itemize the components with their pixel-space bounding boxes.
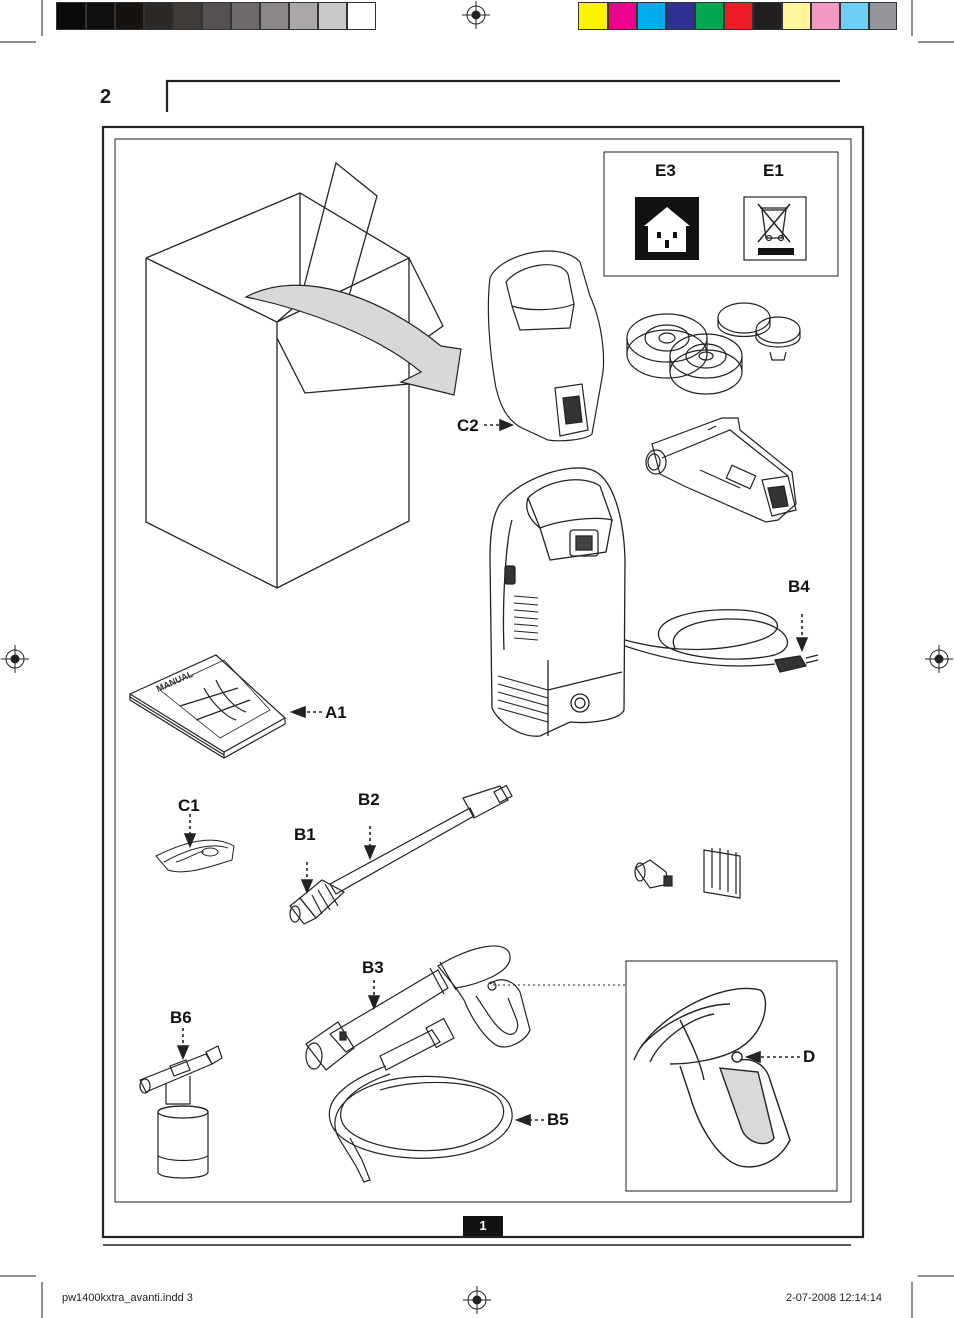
color-swatch (782, 2, 811, 30)
part-label-b2: B2 (358, 790, 380, 809)
header-bracket (165, 79, 840, 112)
gray-swatch (289, 2, 318, 30)
inner-frame (114, 138, 852, 1203)
part-label-d: D (803, 1047, 816, 1066)
spray-gun-illustration (305, 945, 626, 1183)
gray-swatch (260, 2, 289, 30)
handle-part-c2 (487, 250, 605, 442)
page-frame (101, 125, 865, 1239)
page-number: 2 (100, 86, 112, 108)
symbol-label-e3: E3 (655, 161, 676, 180)
registration-target-icon (462, 1, 490, 29)
hose-holder-illustration (645, 417, 797, 523)
color-swatch (695, 2, 724, 30)
carton-box-illustration (145, 161, 462, 589)
color-swatch (666, 2, 695, 30)
part-label-c1: C1 (178, 796, 200, 815)
part-label-b6: B6 (170, 1008, 192, 1027)
gray-swatch (144, 2, 173, 30)
wheels-illustration (626, 302, 801, 395)
indoor-use-icon (635, 197, 699, 260)
manual-cover-text: MANUAL (155, 669, 195, 694)
symbol-label-e1: E1 (763, 161, 784, 180)
color-swatch (869, 2, 897, 30)
spray-lance-illustration (289, 784, 513, 925)
part-label-b1: B1 (294, 825, 316, 844)
footer-timestamp: 2-07-2008 12:14:14 (786, 1292, 883, 1304)
color-swatch (578, 2, 608, 30)
registration-target-icon (1, 645, 29, 673)
registration-target-icon (925, 645, 953, 673)
spare-parts-bag-illustration (155, 839, 235, 873)
pressure-washer-body-illustration (489, 467, 819, 737)
gray-swatch (318, 2, 347, 30)
color-swatch (637, 2, 666, 30)
nozzle-accessory-illustration (634, 848, 741, 899)
color-swatch (811, 2, 840, 30)
registration-target-icon (463, 1286, 491, 1314)
trigger-detail-illustration (633, 987, 791, 1168)
color-swatch (724, 2, 753, 30)
gray-swatch (56, 2, 86, 30)
part-label-b4: B4 (788, 577, 810, 596)
part-label-b5: B5 (547, 1110, 569, 1129)
symbols-box (603, 151, 839, 277)
gray-swatch (115, 2, 144, 30)
part-label-a1: A1 (325, 703, 347, 722)
leader-arrows (176, 418, 809, 1127)
gray-swatch (202, 2, 231, 30)
footer-filename: pw1400kxtra_avanti.indd 3 (62, 1292, 193, 1304)
manual-booklet-illustration: MANUAL (128, 654, 287, 759)
detail-box (625, 960, 838, 1192)
color-swatch (840, 2, 869, 30)
color-swatch (753, 2, 782, 30)
gray-swatch (173, 2, 202, 30)
gray-swatch (231, 2, 260, 30)
foam-bottle-illustration (139, 1045, 223, 1179)
weee-bin-icon (743, 196, 807, 261)
gray-swatch (347, 2, 376, 30)
unpack-arrow-icon (244, 284, 462, 396)
color-swatch (608, 2, 637, 30)
part-label-b3: B3 (362, 958, 384, 977)
gray-swatch (86, 2, 115, 30)
figure-number: 1 (463, 1216, 503, 1236)
part-label-c2: C2 (457, 416, 479, 435)
